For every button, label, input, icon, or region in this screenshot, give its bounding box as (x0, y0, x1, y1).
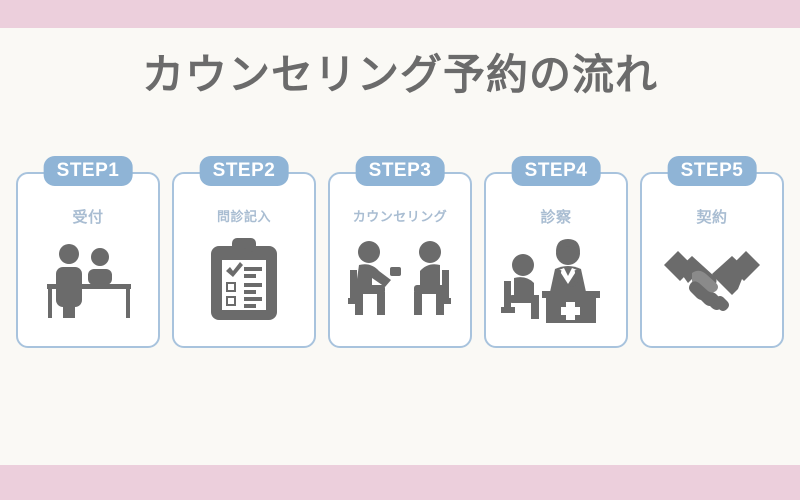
step-card-1[interactable]: STEP1 受付 (16, 156, 160, 348)
top-decorative-band (0, 0, 800, 28)
page-title: カウンセリング予約の流れ (141, 51, 658, 98)
step-badge-2: STEP2 (199, 156, 289, 186)
two-people-seated-counseling-icon (348, 240, 451, 315)
step-card-4[interactable]: STEP4 診察 (484, 156, 628, 348)
step-icon-1-wrap (18, 227, 158, 346)
reception-desk-icon (47, 243, 131, 318)
step-badge-4: STEP4 (511, 156, 601, 186)
doctor-examination-desk-icon (501, 238, 600, 323)
step-card-5[interactable]: STEP5 契約 (640, 156, 784, 348)
handshake-icon (664, 250, 760, 311)
step-card-3[interactable]: STEP3 カウンセリング (328, 156, 472, 348)
step-icon-3-wrap (330, 225, 470, 346)
step-icon-4-wrap (486, 227, 626, 346)
steps-container: STEP1 受付 STEP2 (16, 156, 784, 350)
step-badge-3: STEP3 (355, 156, 445, 186)
step-label-4: 診察 (540, 209, 572, 226)
clipboard-checklist-icon (211, 237, 277, 320)
bottom-decorative-band (0, 465, 800, 500)
step-icon-5-wrap (642, 227, 782, 346)
step-icon-2-wrap (174, 225, 314, 346)
step-card-2[interactable]: STEP2 問診記入 (172, 156, 316, 348)
step-label-3: カウンセリング (352, 209, 448, 224)
step-label-1: 受付 (72, 209, 104, 226)
step-label-5: 契約 (696, 209, 728, 226)
step-badge-1: STEP1 (43, 156, 133, 186)
step-label-2: 問診記入 (216, 209, 271, 224)
step-badge-5: STEP5 (667, 156, 757, 186)
